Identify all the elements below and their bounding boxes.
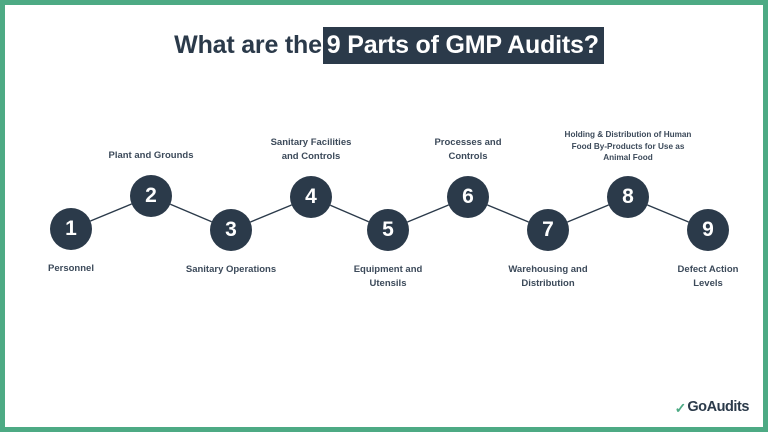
step-circle-3[interactable]: 3 xyxy=(210,209,252,251)
connector-line xyxy=(647,204,689,223)
connector-line xyxy=(407,204,449,223)
connector-line xyxy=(90,203,132,222)
checkmark-icon: ✓ xyxy=(674,400,687,416)
step-circle-5[interactable]: 5 xyxy=(367,209,409,251)
step-circle-9[interactable]: 9 xyxy=(687,209,729,251)
step-label-7: Warehousing and Distribution xyxy=(508,264,588,289)
step-label-9: Defect Action Levels xyxy=(677,264,739,289)
step-circle-8[interactable]: 8 xyxy=(607,176,649,218)
step-circle-6[interactable]: 6 xyxy=(447,176,489,218)
step-circle-2[interactable]: 2 xyxy=(130,175,172,217)
step-label-4: Sanitary Facilities and Controls xyxy=(270,137,352,163)
step-label-1: Personnel xyxy=(48,263,94,274)
step-circle-4[interactable]: 4 xyxy=(290,176,332,218)
step-label-5: Equipment and Utensils xyxy=(353,264,423,289)
step-circle-1[interactable]: 1 xyxy=(50,208,92,250)
title-highlight-text: 9 Parts of GMP Audits? xyxy=(322,27,604,64)
connector-line xyxy=(170,203,212,223)
connector-line xyxy=(487,204,529,223)
title-plain-text: What are the xyxy=(174,31,322,59)
step-label-3: Sanitary Operations xyxy=(185,264,277,275)
connector-line xyxy=(567,204,609,223)
step-label-8: Holding & Distribution of Human Food By-… xyxy=(564,130,692,163)
step-label-6: Processes and Controls xyxy=(434,137,502,163)
step-circle-7[interactable]: 7 xyxy=(527,209,569,251)
goaudits-logo: ✓ GoAudits xyxy=(674,399,750,416)
connector-line xyxy=(250,204,292,223)
connector-line xyxy=(330,204,369,223)
logo-brand-text: GoAudits xyxy=(687,399,749,415)
step-label-2: Plant and Grounds xyxy=(108,150,194,162)
